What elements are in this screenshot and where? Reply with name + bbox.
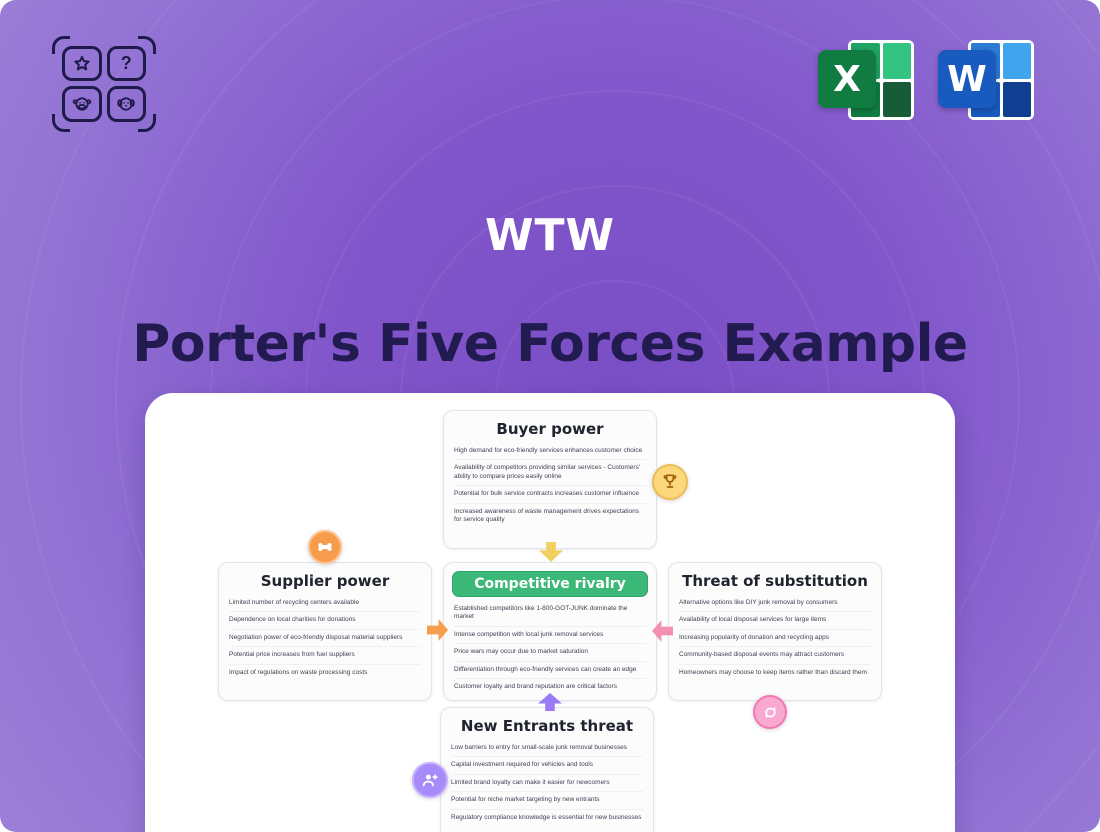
list-item: Intense competition with local junk remo… xyxy=(454,625,646,643)
list-item: Potential price increases from fuel supp… xyxy=(229,646,421,663)
competitive-rivalry-box: Competitive rivalry Established competit… xyxy=(443,562,657,701)
logo-frame-corner xyxy=(138,114,156,132)
app-logo[interactable]: ? xyxy=(52,36,156,132)
list-item: Regulatory compliance knowledge is essen… xyxy=(451,808,643,826)
list-item: Capital investment required for vehicles… xyxy=(451,756,643,773)
trophy-icon xyxy=(652,464,688,500)
list-item: Customer loyalty and brand reputation ar… xyxy=(454,678,646,695)
list-item: Potential for niche market targeting by … xyxy=(451,791,643,808)
list-item: Community-based disposal events may attr… xyxy=(679,646,871,663)
new-entrants-threat-title: New Entrants threat xyxy=(460,717,634,735)
supplier-power-box: Supplier power Limited number of recycli… xyxy=(218,562,432,701)
bone-icon xyxy=(308,530,342,564)
list-item: Availability of competitors providing si… xyxy=(454,459,646,485)
list-item: High demand for eco-friendly services en… xyxy=(454,447,643,454)
brand-title: WTW xyxy=(484,210,616,261)
threat-of-substitution-title: Threat of substitution xyxy=(682,572,868,590)
buyer-power-box: Buyer power High demand for eco-friendly… xyxy=(443,410,657,549)
list-item: Price wars may occur due to market satur… xyxy=(454,643,646,660)
page-title: Porter's Five Forces Example xyxy=(132,314,968,374)
new-entrants-threat-box: New Entrants threat Low barriers to entr… xyxy=(440,707,654,832)
competitive-rivalry-title: Competitive rivalry xyxy=(452,571,648,597)
star-icon xyxy=(62,46,102,81)
logo-frame-corner xyxy=(138,36,156,54)
word-icon[interactable]: W xyxy=(938,34,1038,126)
cow-icon xyxy=(62,86,102,122)
list-item: Alternative options like DIY junk remova… xyxy=(679,599,838,606)
buyer-power-title: Buyer power xyxy=(496,420,604,438)
list-item: Differentiation through eco-friendly ser… xyxy=(454,660,646,678)
word-letter: W xyxy=(938,50,996,108)
list-item: Increased awareness of waste management … xyxy=(454,502,646,529)
list-item: Limited brand loyalty can make it easier… xyxy=(451,773,643,791)
list-item: Limited number of recycling centers avai… xyxy=(229,599,360,606)
logo-frame-corner xyxy=(52,114,70,132)
list-item: Potential for bulk service contracts inc… xyxy=(454,485,646,502)
logo-frame-corner xyxy=(52,36,70,54)
refresh-icon xyxy=(753,695,787,729)
list-item: Established competitors like 1-800-GOT-J… xyxy=(454,605,628,621)
list-item: Homeowners may choose to keep items rath… xyxy=(679,663,871,681)
excel-letter: X xyxy=(818,50,876,108)
list-item: Increasing popularity of donation and re… xyxy=(679,628,871,646)
list-item: Dependence on local charities for donati… xyxy=(229,611,421,628)
excel-icon[interactable]: X xyxy=(818,34,918,126)
threat-of-substitution-box: Threat of substitution Alternative optio… xyxy=(668,562,882,701)
list-item: Low barriers to entry for small-scale ju… xyxy=(451,744,627,751)
supplier-power-title: Supplier power xyxy=(260,572,390,590)
list-item: Negotiation power of eco-friendly dispos… xyxy=(229,628,421,646)
person-add-icon xyxy=(412,762,448,798)
dog-icon xyxy=(106,86,146,122)
question-icon: ? xyxy=(106,46,146,81)
list-item: Availability of local disposal services … xyxy=(679,611,871,628)
list-item: Impact of regulations on waste processin… xyxy=(229,663,421,681)
